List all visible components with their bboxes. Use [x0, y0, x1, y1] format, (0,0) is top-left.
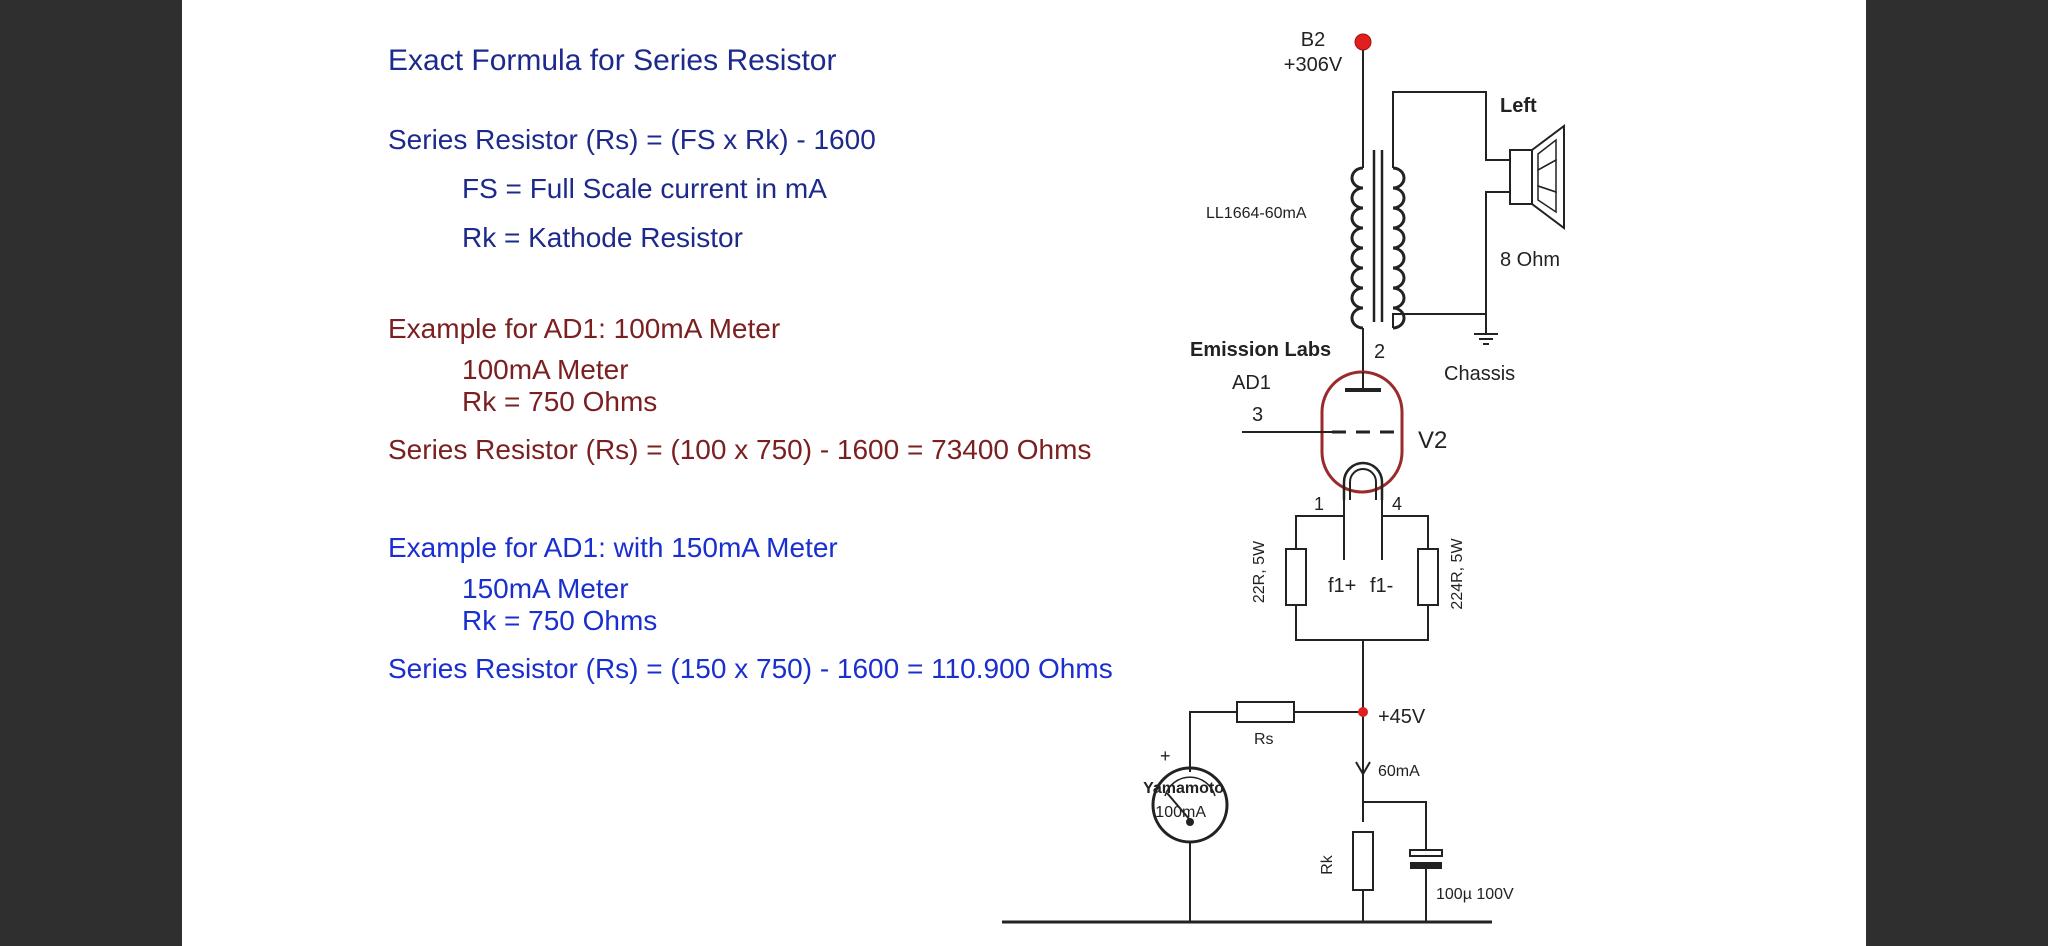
formula-rk-definition: Rk = Kathode Resistor — [462, 222, 743, 253]
wire-secondary-bottom — [1392, 191, 1510, 328]
slide: Exact Formula for Series Resistor Series… — [182, 0, 1866, 946]
label-left-channel: Left — [1500, 95, 1537, 117]
label-pin4: 4 — [1392, 494, 1402, 514]
label-rs: Rs — [1254, 731, 1274, 748]
example2-meter: 150mA Meter — [462, 573, 629, 604]
label-f1-plus: f1+ — [1328, 575, 1356, 597]
left-margin-bar — [0, 0, 182, 946]
wire-filament-right — [1381, 500, 1429, 549]
current-arrow — [1355, 761, 1371, 776]
wire-filament-left — [1295, 500, 1345, 549]
label-capacitor: 100µ 100V — [1436, 886, 1514, 903]
primary-winding — [1350, 166, 1364, 330]
example2-rk: Rk = 750 Ohms — [462, 605, 658, 636]
label-b2-voltage: +306V — [1284, 54, 1343, 76]
resistor-224r — [1417, 548, 1439, 606]
example1-heading: Example for AD1: 100mA Meter — [388, 313, 781, 344]
label-pin1: 1 — [1314, 494, 1324, 514]
node-b2-dot — [1354, 33, 1372, 51]
example1-result: Series Resistor (Rs) = (100 x 750) - 160… — [388, 434, 1092, 465]
example2-heading: Example for AD1: with 150mA Meter — [388, 532, 838, 563]
label-tube-brand: Emission Labs — [1190, 339, 1331, 361]
label-45v: +45V — [1378, 706, 1426, 728]
schematic: B2 +306V Left LL1664-60mA 8 Ohm Chassis … — [1002, 29, 1565, 924]
label-res-22r: 22R, 5W — [1251, 540, 1268, 603]
label-tube-name: V2 — [1418, 427, 1447, 454]
label-rk: Rk — [1319, 854, 1336, 875]
wire-secondary-top — [1392, 91, 1510, 168]
label-tube-type: AD1 — [1232, 372, 1271, 394]
secondary-winding — [1392, 166, 1406, 330]
capacitor-plate-neg — [1410, 862, 1442, 869]
formula-title: Exact Formula for Series Resistor — [388, 44, 837, 77]
label-pin2: 2 — [1374, 341, 1385, 363]
label-current: 60mA — [1378, 763, 1420, 780]
tube-envelope — [1320, 370, 1404, 494]
formula-equation: Series Resistor (Rs) = (FS x Rk) - 1600 — [388, 124, 876, 155]
label-chassis: Chassis — [1444, 363, 1515, 385]
resistor-rs — [1236, 701, 1295, 723]
resistor-rk — [1352, 831, 1374, 891]
right-margin-bar — [1866, 0, 2048, 946]
label-pin3: 3 — [1252, 404, 1263, 426]
wire-filament-bottom — [1295, 605, 1429, 641]
wire-rs-left — [1189, 711, 1237, 772]
label-f1-minus: f1- — [1370, 575, 1393, 597]
example1-meter: 100mA Meter — [462, 354, 629, 385]
example2-result: Series Resistor (Rs) = (150 x 750) - 160… — [388, 653, 1113, 684]
speaker-cone — [1531, 124, 1565, 230]
label-meter-brand: Yamamoto — [1143, 780, 1224, 797]
tube-filament — [1342, 461, 1384, 500]
node-45v-dot — [1358, 707, 1368, 717]
resistor-22r — [1285, 548, 1307, 606]
label-meter-plus: + — [1160, 746, 1171, 766]
wire-cap-top — [1363, 801, 1427, 850]
label-meter-range: 100mA — [1155, 804, 1206, 821]
label-res-224r: 224R, 5W — [1449, 538, 1466, 610]
capacitor-plate-pos — [1409, 849, 1443, 857]
speaker-body — [1509, 149, 1533, 205]
example1-rk: Rk = 750 Ohms — [462, 386, 658, 417]
label-b2: B2 — [1301, 29, 1325, 51]
meter-needle — [1166, 792, 1191, 821]
formula-fs-definition: FS = Full Scale current in mA — [462, 173, 827, 204]
label-impedance: 8 Ohm — [1500, 249, 1560, 271]
label-transformer: LL1664-60mA — [1206, 205, 1307, 222]
